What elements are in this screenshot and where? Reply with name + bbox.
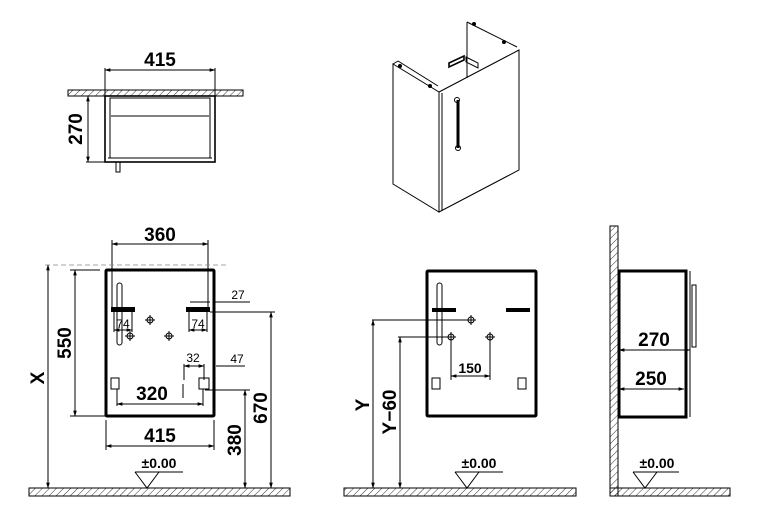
iso-door	[438, 49, 520, 213]
dim-x: X	[28, 371, 49, 384]
level-marker-icon	[134, 471, 160, 489]
bracket-left-install	[432, 308, 456, 312]
floor-hatch-side	[609, 487, 731, 497]
front-view: 74 74 360 X 550 27 32	[28, 225, 291, 497]
handle-stub	[115, 161, 121, 173]
dim-depth-top: 270	[66, 113, 87, 145]
side-handle	[691, 284, 697, 348]
dim-y: Y	[353, 398, 374, 411]
dim-width-bottom: 415	[144, 426, 176, 447]
dim-y-minus-60: Y−60	[380, 390, 401, 435]
floor-hatch	[28, 487, 291, 497]
dim-width-top: 415	[144, 50, 176, 71]
floor-level-label: ±0.00	[142, 455, 177, 471]
iso-side-panel	[392, 63, 440, 213]
dim-side-250: 250	[635, 369, 667, 390]
bracket-right-install	[506, 308, 530, 312]
dim-offset-27: 27	[231, 288, 245, 302]
cabinet-side-outline	[617, 269, 688, 419]
iso-bracket	[448, 54, 465, 69]
floor-hatch-install	[343, 487, 577, 497]
cabinet-inner-top	[109, 97, 211, 159]
cabinet-front-outline	[104, 268, 216, 418]
dim-670: 670	[251, 392, 272, 424]
dim-height-550: 550	[55, 327, 76, 359]
cabinet-outline-top	[104, 95, 216, 163]
top-view: 415 270	[66, 50, 244, 173]
wall-hatch-side	[609, 225, 619, 497]
level-marker-icon	[632, 471, 658, 489]
cabinet-install-outline	[425, 269, 538, 418]
install-view: 150 Y Y−60 ±0.00	[343, 269, 577, 497]
mount-hole-icon	[125, 315, 174, 341]
wall-hatch	[67, 89, 244, 97]
bracket-left	[111, 307, 135, 312]
dim-32: 32	[186, 351, 200, 365]
floor-level-label-install: ±0.00	[462, 455, 497, 471]
dim-320: 320	[136, 384, 168, 405]
floor-level-label-side: ±0.00	[640, 455, 675, 471]
dim-47: 47	[230, 352, 244, 366]
dim-bracket-left: 74	[116, 317, 130, 331]
bracket-right	[186, 307, 210, 312]
handle-slot	[116, 282, 123, 346]
isometric-view	[392, 21, 520, 213]
dim-hole-spacing-360: 360	[144, 225, 176, 246]
dim-150: 150	[458, 360, 482, 376]
dim-380: 380	[225, 424, 246, 456]
hanger-left	[110, 377, 120, 390]
side-view: 270 250 ±0.00	[609, 225, 731, 497]
level-marker-icon	[454, 471, 480, 489]
dim-bracket-right: 74	[191, 317, 205, 331]
dim-side-270: 270	[638, 330, 670, 351]
